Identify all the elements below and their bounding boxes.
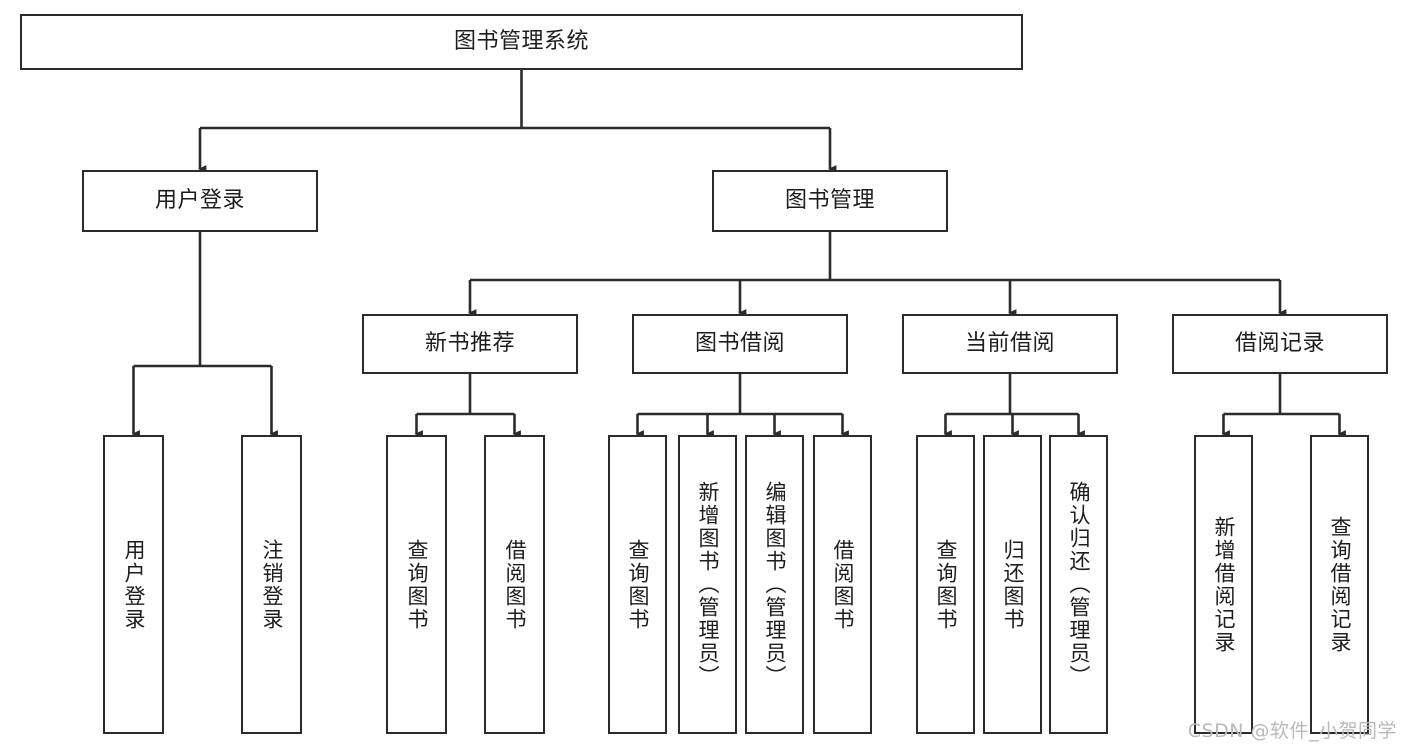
node-leaf-user-logout-label: 注销登录 — [260, 538, 284, 631]
node-borrow-record[interactable]: 借阅记录 — [1172, 314, 1388, 374]
node-leaf-query-record[interactable]: 查询借阅记录 — [1310, 435, 1369, 734]
node-leaf-query-book-3[interactable]: 查询图书 — [916, 435, 975, 734]
node-leaf-borrow-book-2-label: 借阅图书 — [831, 538, 855, 631]
node-leaf-add-book-label: 新增图书（管理员） — [696, 481, 720, 688]
node-root[interactable]: 图书管理系统 — [20, 14, 1023, 70]
node-borrow-record-label: 借阅记录 — [1234, 331, 1325, 357]
node-new-book-rec-label: 新书推荐 — [424, 331, 515, 357]
node-book-borrow[interactable]: 图书借阅 — [632, 314, 848, 374]
node-user-login[interactable]: 用户登录 — [82, 170, 318, 232]
node-leaf-query-book-1[interactable]: 查询图书 — [386, 435, 447, 734]
node-leaf-borrow-book-1[interactable]: 借阅图书 — [484, 435, 545, 734]
node-leaf-add-book[interactable]: 新增图书（管理员） — [678, 435, 737, 734]
node-leaf-query-book-2-label: 查询图书 — [626, 538, 650, 631]
node-root-label: 图书管理系统 — [453, 29, 589, 55]
node-leaf-confirm-return[interactable]: 确认归还（管理员） — [1049, 435, 1108, 734]
node-leaf-edit-book-label: 编辑图书（管理员） — [763, 481, 787, 688]
node-current-borrow-label: 当前借阅 — [964, 331, 1055, 357]
node-leaf-query-book-3-label: 查询图书 — [934, 538, 958, 631]
node-book-manage-label: 图书管理 — [784, 188, 875, 214]
node-leaf-confirm-return-label: 确认归还（管理员） — [1067, 481, 1091, 688]
node-leaf-return-book-label: 归还图书 — [1001, 538, 1025, 631]
node-leaf-add-record[interactable]: 新增借阅记录 — [1194, 435, 1253, 734]
node-user-login-label: 用户登录 — [154, 188, 245, 214]
node-leaf-query-book-2[interactable]: 查询图书 — [608, 435, 667, 734]
node-book-borrow-label: 图书借阅 — [694, 331, 785, 357]
node-leaf-user-logout[interactable]: 注销登录 — [241, 435, 302, 734]
node-leaf-user-login[interactable]: 用户登录 — [103, 435, 164, 734]
csdn-watermark: CSDN @软件_小贺同学 — [1187, 720, 1397, 742]
node-leaf-borrow-book-2[interactable]: 借阅图书 — [813, 435, 872, 734]
node-leaf-user-login-label: 用户登录 — [122, 538, 146, 631]
node-new-book-rec[interactable]: 新书推荐 — [362, 314, 578, 374]
node-leaf-return-book[interactable]: 归还图书 — [983, 435, 1042, 734]
node-leaf-edit-book[interactable]: 编辑图书（管理员） — [745, 435, 804, 734]
node-leaf-query-record-label: 查询借阅记录 — [1328, 515, 1352, 654]
node-current-borrow[interactable]: 当前借阅 — [902, 314, 1118, 374]
node-leaf-query-book-1-label: 查询图书 — [405, 538, 429, 631]
node-leaf-add-record-label: 新增借阅记录 — [1212, 515, 1236, 654]
node-leaf-borrow-book-1-label: 借阅图书 — [503, 538, 527, 631]
node-book-manage[interactable]: 图书管理 — [712, 170, 948, 232]
